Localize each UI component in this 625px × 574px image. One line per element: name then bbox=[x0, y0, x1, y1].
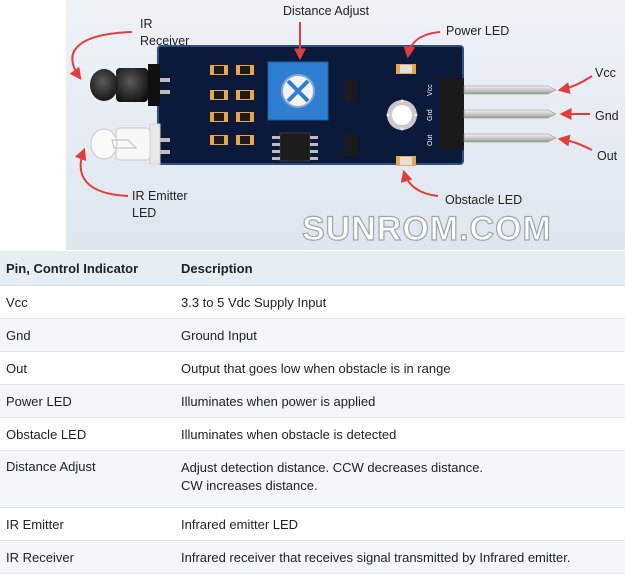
arrow-obstacle-led bbox=[400, 169, 439, 197]
table-row: IR Emitter Infrared emitter LED bbox=[0, 507, 625, 541]
table-header-row: Pin, Control Indicator Description bbox=[0, 251, 625, 286]
annotation-arrows bbox=[69, 22, 593, 197]
cell-pin-name: Power LED bbox=[0, 384, 181, 418]
cell-description: Adjust detection distance. CCW decreases… bbox=[181, 450, 625, 508]
cell-pin-name: IR Emitter bbox=[0, 507, 181, 541]
pin-vcc bbox=[463, 85, 557, 95]
label-vcc: Vcc bbox=[595, 66, 616, 80]
label-out: Out bbox=[597, 149, 618, 163]
watermark-sunrom: SUNROM.COM bbox=[302, 210, 552, 248]
sensor-diagram: Vcc Grd Out IR Receiver Distance Adjust … bbox=[0, 0, 625, 250]
board-pin-label-gnd: Grd bbox=[427, 109, 434, 121]
label-ir-receiver-1: IR bbox=[140, 17, 153, 31]
ic-chip bbox=[272, 132, 318, 162]
board-pin-label-out: Out bbox=[427, 135, 434, 146]
board-pin-label-vcc: Vcc bbox=[427, 84, 434, 96]
cell-description: Illuminates when power is applied bbox=[181, 384, 625, 418]
label-distance-adjust: Distance Adjust bbox=[283, 4, 370, 18]
table-row: Obstacle LED Illuminates when obstacle i… bbox=[0, 417, 625, 451]
cell-description: Ground Input bbox=[181, 318, 625, 352]
table-row: Gnd Ground Input bbox=[0, 318, 625, 352]
smd-components bbox=[210, 65, 357, 156]
pin-gnd bbox=[463, 109, 557, 119]
label-ir-emitter-1: IR Emitter bbox=[132, 189, 188, 203]
table-row: Distance Adjust Adjust detection distanc… bbox=[0, 450, 625, 508]
cell-description: Output that goes low when obstacle is in… bbox=[181, 351, 625, 385]
cell-description: Infrared emitter LED bbox=[181, 507, 625, 541]
mounting-hole bbox=[386, 99, 418, 131]
cell-pin-name: Obstacle LED bbox=[0, 417, 181, 451]
cell-pin-name: Vcc bbox=[0, 285, 181, 319]
obstacle-led-lens bbox=[400, 157, 412, 165]
cell-pin-name: Out bbox=[0, 351, 181, 385]
pin-out bbox=[463, 133, 557, 143]
cell-description: 3.3 to 5 Vdc Supply Input bbox=[181, 285, 625, 319]
ir-receiver-led bbox=[90, 64, 170, 106]
cell-pin-name: IR Receiver bbox=[0, 540, 181, 574]
table-row: IR Receiver Infrared receiver that recei… bbox=[0, 540, 625, 574]
column-header-description: Description bbox=[181, 251, 625, 286]
sensor-diagram-svg: Vcc Grd Out IR Receiver Distance Adjust … bbox=[66, 0, 625, 250]
table-row: Vcc 3.3 to 5 Vdc Supply Input bbox=[0, 285, 625, 319]
description-line-2: CW increases distance. bbox=[181, 478, 318, 493]
label-power-led: Power LED bbox=[446, 24, 509, 38]
label-ir-emitter-2: LED bbox=[132, 206, 156, 220]
cell-description: Illuminates when obstacle is detected bbox=[181, 417, 625, 451]
arrow-ir-receiver bbox=[69, 31, 133, 80]
pin-description-table: Pin, Control Indicator Description Vcc 3… bbox=[0, 251, 625, 574]
cell-pin-name: Distance Adjust bbox=[0, 450, 181, 508]
power-led-lens bbox=[400, 65, 412, 73]
cell-pin-name: Gnd bbox=[0, 318, 181, 352]
arrow-vcc bbox=[557, 75, 593, 94]
arrow-ir-emitter bbox=[74, 147, 129, 197]
pin-header bbox=[440, 78, 464, 150]
ir-emitter-led bbox=[90, 123, 170, 165]
cell-description: Infrared receiver that receives signal t… bbox=[181, 540, 625, 574]
label-obstacle-led: Obstacle LED bbox=[445, 193, 522, 207]
distance-adjust-potentiometer bbox=[267, 61, 329, 121]
table-row: Power LED Illuminates when power is appl… bbox=[0, 384, 625, 418]
table-row: Out Output that goes low when obstacle i… bbox=[0, 351, 625, 385]
arrow-out bbox=[557, 134, 593, 151]
label-ir-receiver-2: Receiver bbox=[140, 34, 189, 48]
column-header-pin: Pin, Control Indicator bbox=[0, 251, 181, 286]
description-line-1: Adjust detection distance. CCW decreases… bbox=[181, 460, 484, 475]
label-gnd: Gnd bbox=[595, 109, 619, 123]
arrow-power-led bbox=[403, 31, 441, 59]
